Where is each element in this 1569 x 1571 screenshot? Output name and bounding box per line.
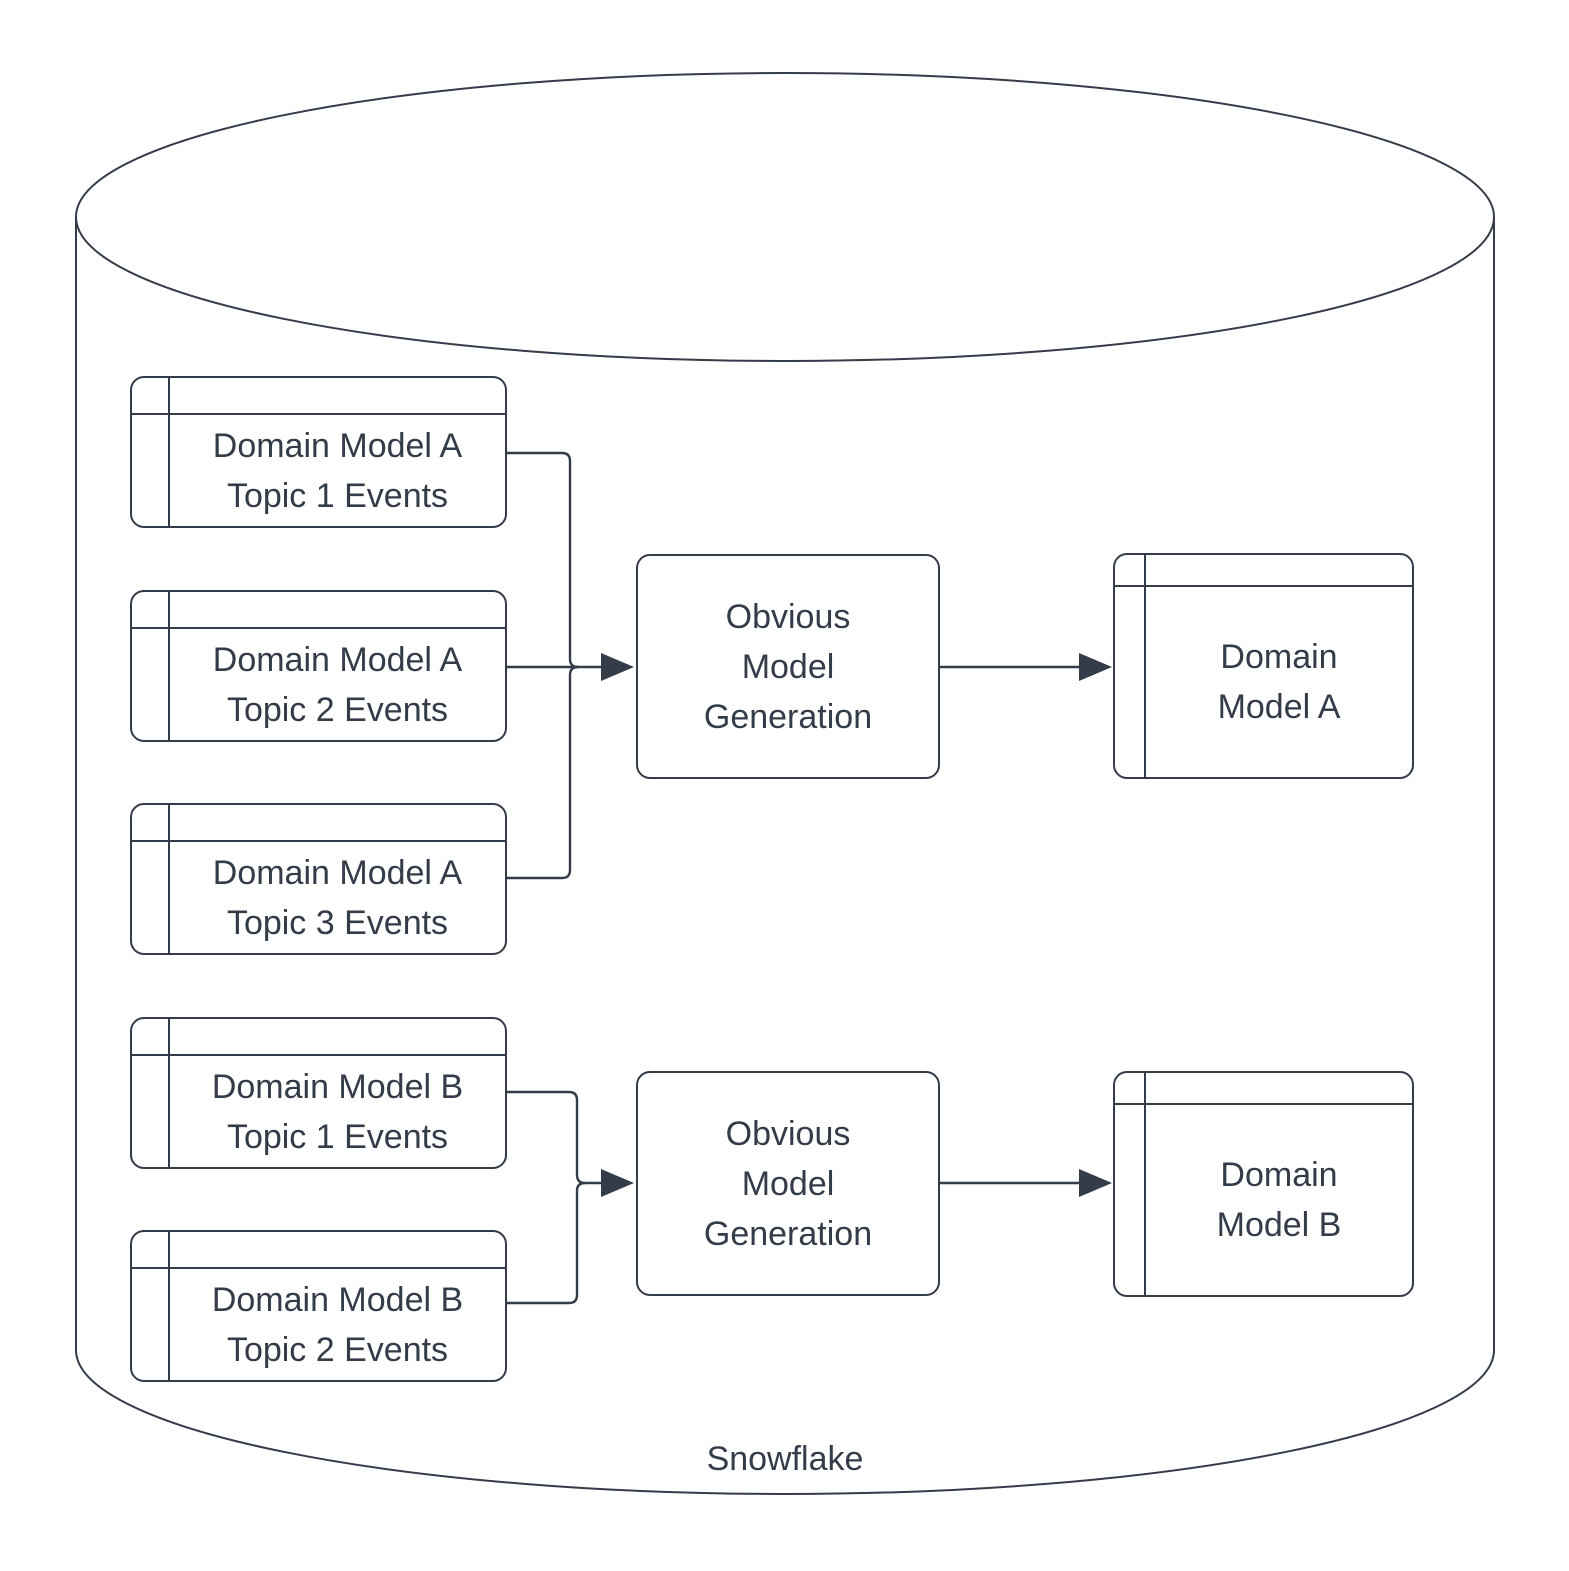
node-topic-b2-label: Domain Model B Topic 2 Events xyxy=(211,1280,464,1369)
table-left-column-divider xyxy=(168,1019,171,1167)
table-header-divider xyxy=(132,840,505,843)
table-left-column-divider xyxy=(168,805,171,953)
node-process-a: Obvious Model Generation xyxy=(636,554,940,779)
table-left-column-divider xyxy=(168,1232,171,1380)
node-process-a-label: Obvious Model Generation xyxy=(703,597,873,736)
cylinder-caption: Snowflake xyxy=(706,1439,864,1478)
table-header-divider xyxy=(1115,1103,1412,1106)
arrowhead-into-output-b xyxy=(1079,1169,1112,1197)
table-header-divider xyxy=(1115,585,1412,588)
cylinder-top-ellipse xyxy=(75,72,1495,362)
node-output-b: Domain Model B xyxy=(1113,1071,1414,1297)
table-header-divider xyxy=(132,1267,505,1270)
node-topic-a1-label: Domain Model A Topic 1 Events xyxy=(212,426,463,515)
node-topic-b1: Domain Model B Topic 1 Events xyxy=(130,1017,507,1169)
table-left-column-divider xyxy=(168,378,171,526)
node-topic-b1-label: Domain Model B Topic 1 Events xyxy=(211,1067,464,1156)
node-topic-b2: Domain Model B Topic 2 Events xyxy=(130,1230,507,1382)
arrowhead-into-process-b xyxy=(601,1169,634,1197)
cylinder-body-outline xyxy=(75,217,1495,1495)
node-topic-a3: Domain Model A Topic 3 Events xyxy=(130,803,507,955)
node-topic-a2-label: Domain Model A Topic 2 Events xyxy=(212,640,463,729)
database-cylinder-shape xyxy=(75,72,1495,1495)
arrowhead-into-output-a xyxy=(1079,653,1112,681)
node-process-b: Obvious Model Generation xyxy=(636,1071,940,1296)
node-process-b-label: Obvious Model Generation xyxy=(703,1114,873,1253)
edge-topic-a1-to-process-a xyxy=(507,451,579,669)
node-topic-a2: Domain Model A Topic 2 Events xyxy=(130,590,507,742)
table-header-divider xyxy=(132,627,505,630)
table-left-column-divider xyxy=(1144,555,1147,777)
table-header-divider xyxy=(132,413,505,416)
table-left-column-divider xyxy=(1144,1073,1147,1295)
table-left-column-divider xyxy=(168,592,171,740)
node-topic-a1: Domain Model A Topic 1 Events xyxy=(130,376,507,528)
edge-topic-a3-to-process-a xyxy=(507,665,579,880)
edge-topic-b1-to-process-b xyxy=(507,1090,586,1185)
arrowhead-into-process-a xyxy=(601,653,634,681)
node-topic-a3-label: Domain Model A Topic 3 Events xyxy=(212,853,463,942)
node-output-a-label: Domain Model A xyxy=(1217,638,1341,726)
edge-topic-b2-to-process-b xyxy=(507,1181,586,1305)
node-output-b-label: Domain Model B xyxy=(1216,1156,1342,1244)
table-header-divider xyxy=(132,1054,505,1057)
node-output-a: Domain Model A xyxy=(1113,553,1414,779)
